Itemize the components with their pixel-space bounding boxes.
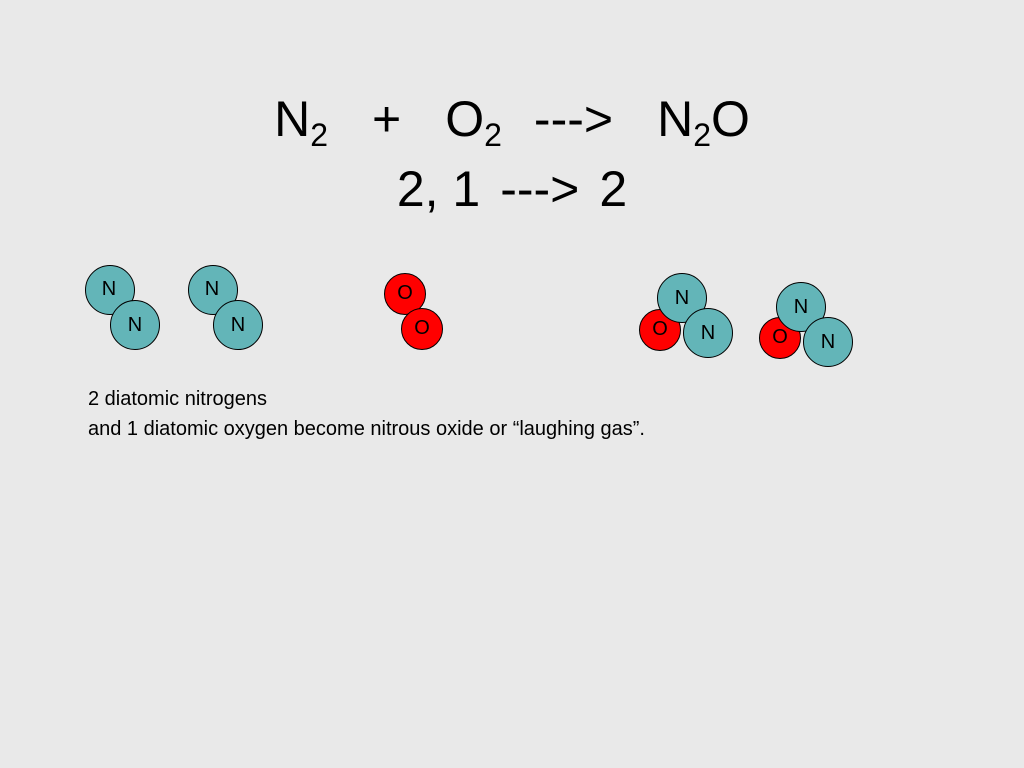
nitrogen-atom: N — [803, 317, 853, 367]
oxygen-atom: O — [401, 308, 443, 350]
nitrogen-atom: N — [110, 300, 160, 350]
product-coefficient: 2 — [599, 161, 628, 217]
nitrogen-atom: N — [683, 308, 733, 358]
caption-line-2: and 1 diatomic oxygen become nitrous oxi… — [88, 418, 645, 440]
plus-sign: + — [372, 91, 402, 147]
coefficient-line: 2, 1 ---> 2 — [0, 164, 1024, 214]
atom-label: N — [674, 287, 690, 309]
reaction-arrow: ---> — [533, 91, 614, 147]
reactant-nitrogen-subscript: 2 — [310, 117, 329, 153]
product-oxygen-symbol: O — [710, 91, 750, 147]
chemical-equation: N2+O2--->N2O — [0, 91, 1024, 151]
atom-label: N — [820, 331, 836, 353]
reactant-oxygen: O2 — [445, 91, 502, 151]
product-nitrogen-subscript: 2 — [693, 117, 711, 153]
atom-label: N — [230, 314, 246, 336]
reactant-coefficients: 2, 1 — [396, 161, 481, 217]
atom-label: N — [101, 278, 117, 300]
reactant-nitrogen: N2 — [274, 91, 328, 151]
atom-label: O — [772, 326, 788, 348]
nitrogen-atom: N — [188, 265, 238, 315]
atom-label: N — [700, 322, 716, 344]
atom-label: N — [204, 278, 220, 300]
product-nitrous-oxide: N2O — [657, 91, 750, 151]
atom-label: O — [652, 318, 668, 340]
atom-label: O — [397, 282, 413, 304]
reactant-oxygen-subscript: 2 — [484, 117, 502, 153]
caption: 2 diatomic nitrogens and 1 diatomic oxyg… — [88, 384, 645, 444]
atom-label: N — [127, 314, 143, 336]
nitrogen-atom: N — [213, 300, 263, 350]
product-nitrogen-symbol: N — [657, 91, 694, 147]
coefficient-arrow: ---> — [500, 161, 580, 217]
reactant-oxygen-symbol: O — [445, 91, 485, 147]
reactant-nitrogen-symbol: N — [274, 91, 311, 147]
caption-line-1: 2 diatomic nitrogens — [88, 388, 267, 410]
atom-label: O — [414, 317, 430, 339]
atom-label: N — [793, 296, 809, 318]
